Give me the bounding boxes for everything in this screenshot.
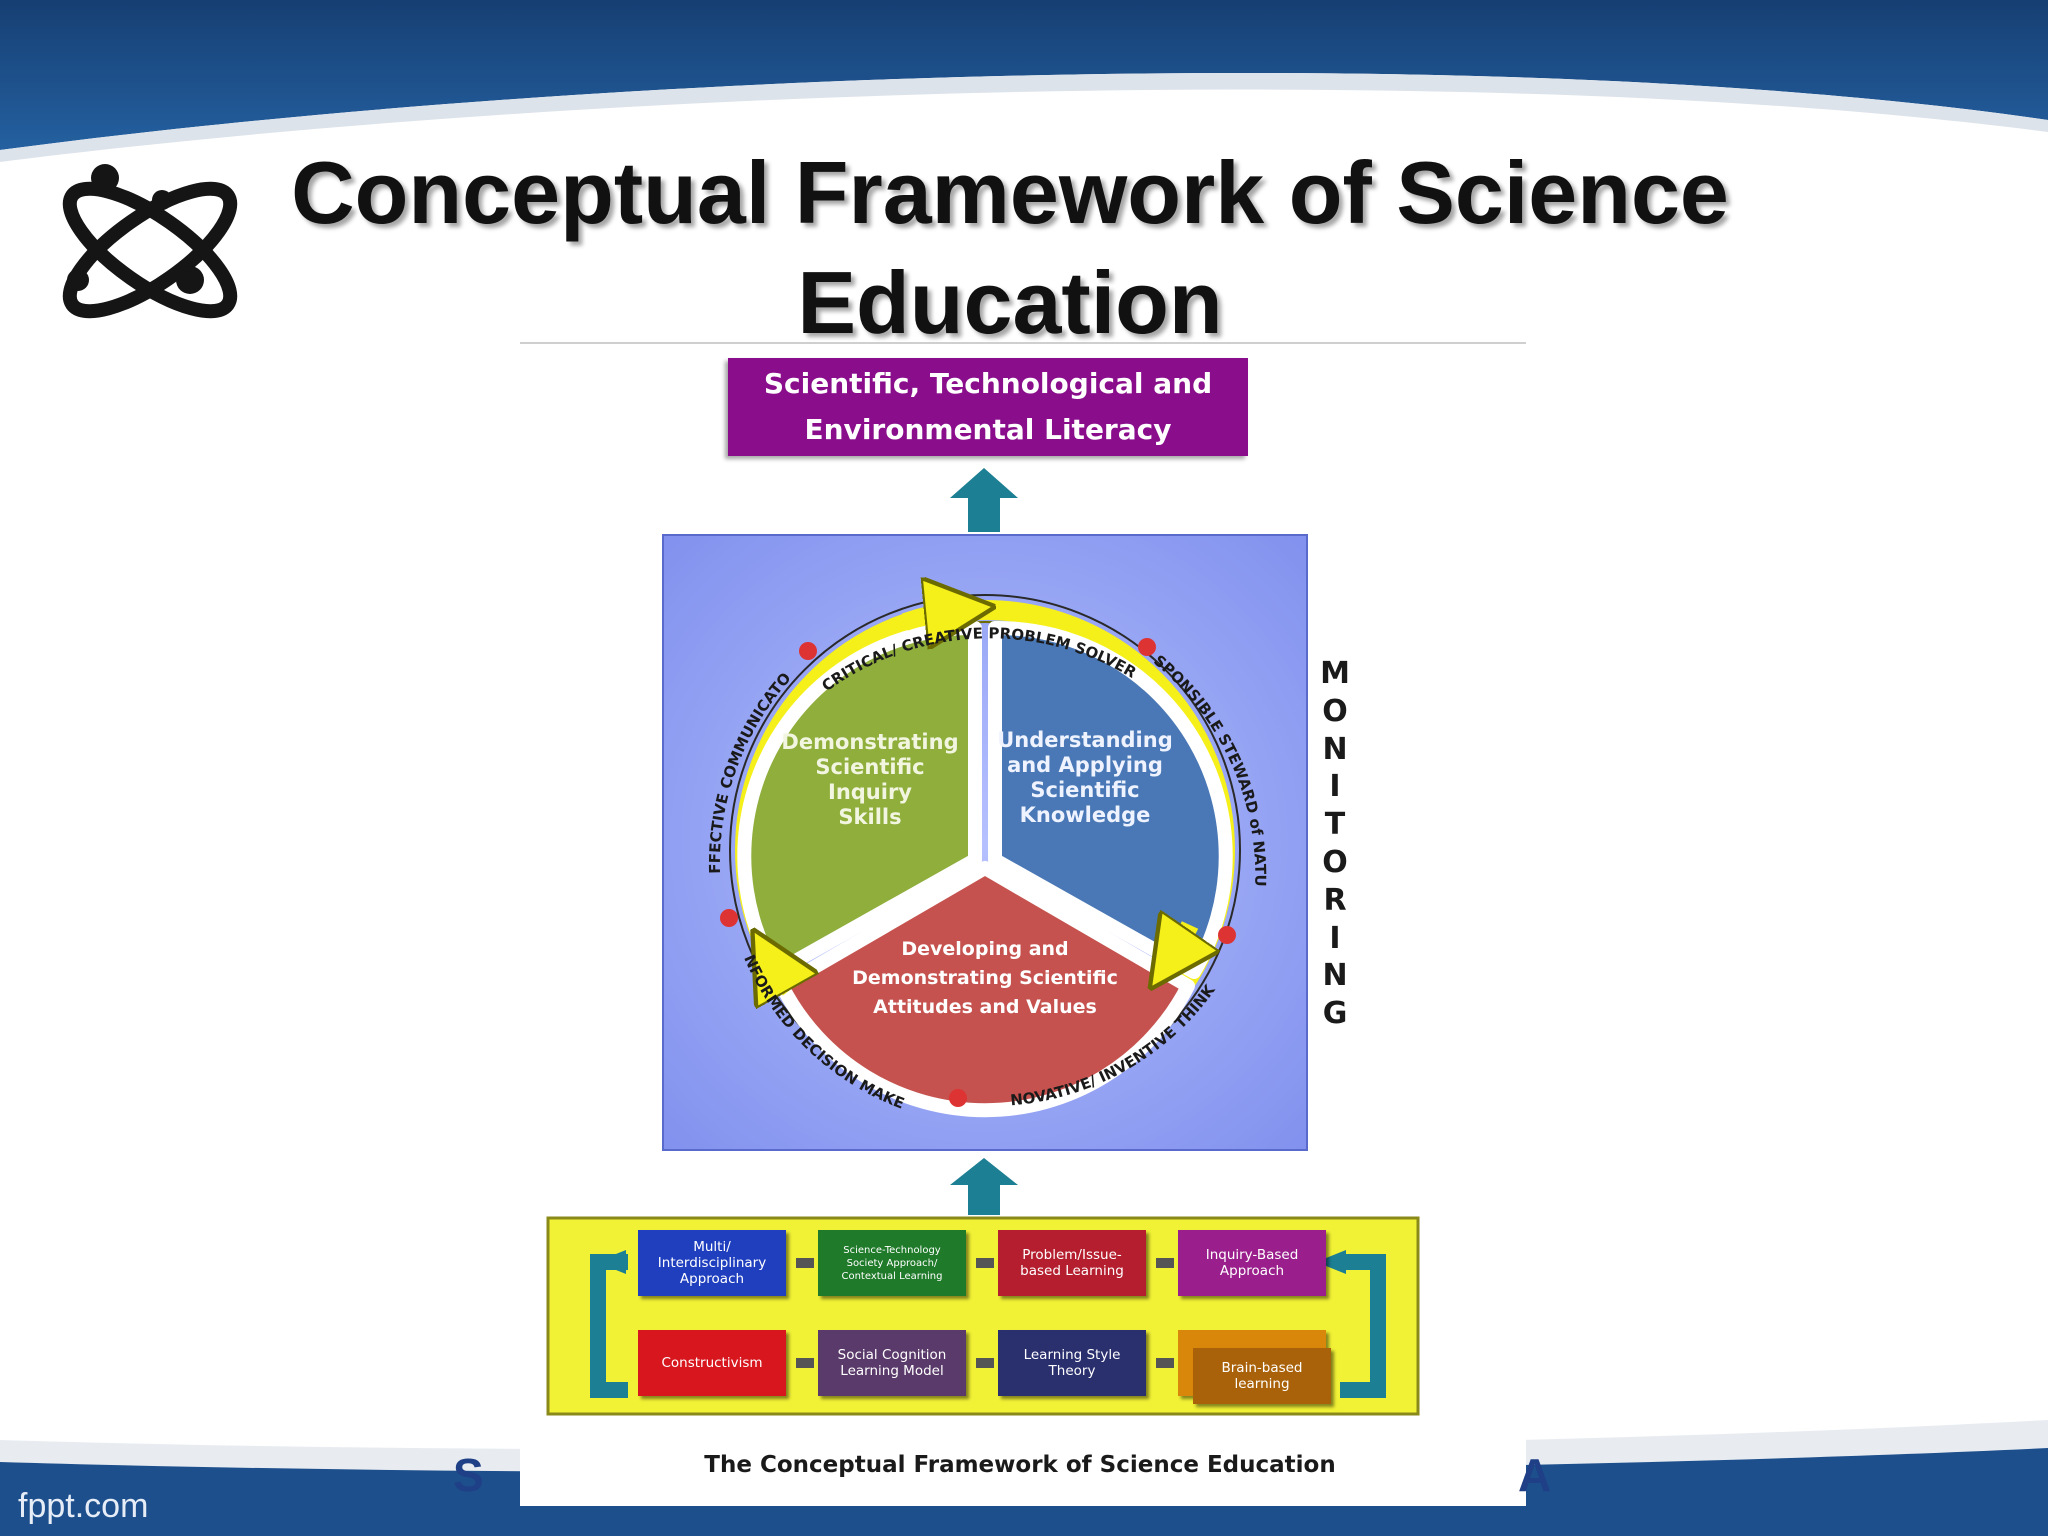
header-band <box>0 0 2048 150</box>
footer-text-left: S <box>453 1449 484 1501</box>
monitoring-letter: N <box>1322 958 1348 994</box>
goal-box: Scientific, Technological and Environmen… <box>728 358 1248 456</box>
monitoring-letter: N <box>1322 731 1348 767</box>
sector-label-attitudes: Developing and Demonstrating Scientific … <box>852 938 1118 1018</box>
monitoring-letter: I <box>1329 920 1341 956</box>
ring-dot <box>949 1089 967 1107</box>
sector-inquiry-skills <box>737 620 982 979</box>
title-line-2: Education <box>797 253 1223 352</box>
sector-label-knowledge: Understanding and Applying Scientific Kn… <box>997 728 1173 827</box>
sector-attitudes-values <box>775 861 1195 1118</box>
ring-dot <box>799 642 817 660</box>
title-line-1: Conceptual Framework of Science <box>291 143 1729 242</box>
monitoring-letter: M <box>1320 656 1350 691</box>
connector <box>976 1358 994 1368</box>
atom-logo <box>62 164 238 319</box>
ring-dot <box>1218 926 1236 944</box>
goal-line-2: Environmental Literacy <box>804 413 1172 446</box>
watermark: fppt.com <box>18 1487 149 1525</box>
header-highlight <box>0 72 2048 162</box>
connector <box>1156 1358 1174 1368</box>
monitoring-letter: R <box>1323 882 1347 918</box>
ring-dot <box>1138 638 1156 656</box>
connector <box>976 1258 994 1268</box>
approach-problem-based: Problem/Issue-based Learning <box>998 1230 1146 1296</box>
figure-caption: The Conceptual Framework of Science Educ… <box>704 1452 1336 1478</box>
loop-arrow-right-icon <box>1336 1254 1386 1398</box>
ring-dot <box>720 909 738 927</box>
connector <box>1156 1258 1174 1268</box>
connector <box>796 1358 814 1368</box>
footer-text-right: A <box>1518 1449 1552 1501</box>
sector-label-inquiry: Demonstrating Scientific Inquiry Skills <box>781 730 959 829</box>
approach-constructivism: Constructivism <box>638 1330 786 1396</box>
arrow-up-icon <box>950 1158 1018 1215</box>
monitoring-letter: O <box>1322 844 1348 880</box>
monitoring-letter: I <box>1329 769 1341 805</box>
arrow-up-icon <box>950 468 1018 532</box>
slide-title: Conceptual Framework of Science Educatio… <box>250 138 1770 358</box>
goal-line-1: Scientific, Technological and <box>763 367 1213 400</box>
monitoring-letter: G <box>1322 996 1348 1032</box>
monitoring-letter: O <box>1322 693 1348 729</box>
connector <box>796 1258 814 1268</box>
monitoring-letter: T <box>1324 807 1346 843</box>
